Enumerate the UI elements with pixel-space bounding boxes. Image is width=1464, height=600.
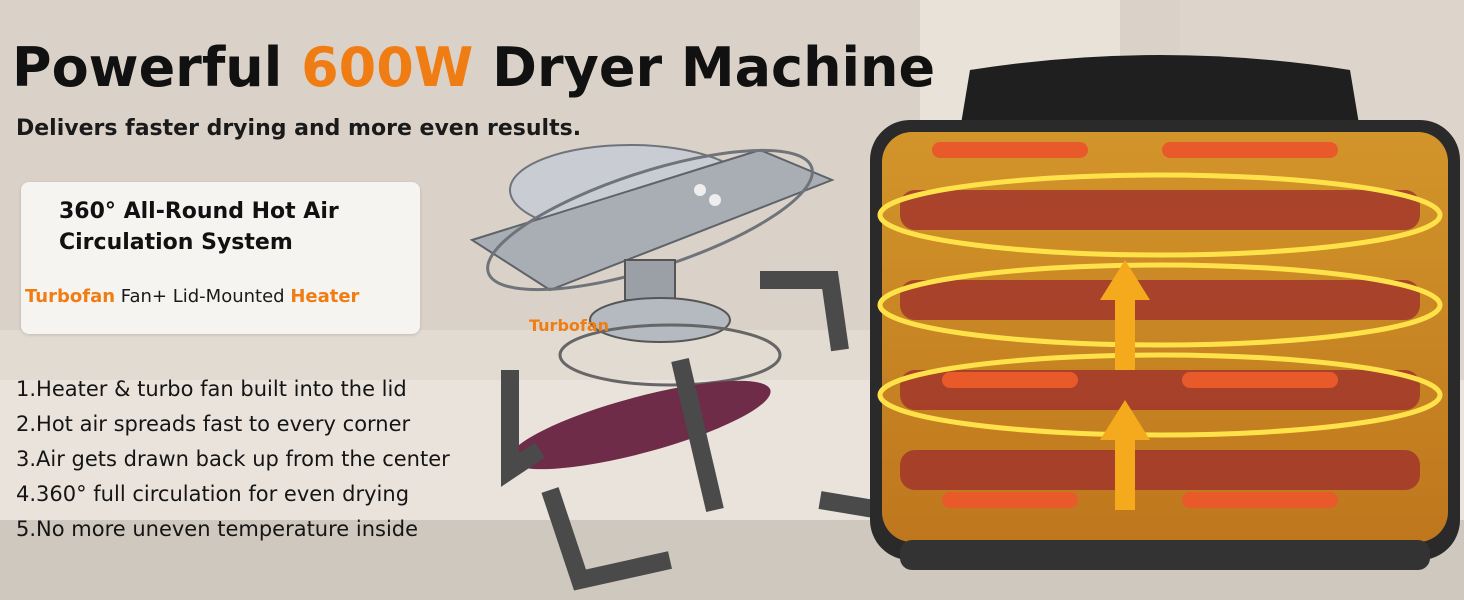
turbofan-callout: Turbofan <box>529 316 610 335</box>
feature-card: 360° All-Round Hot Air Circulation Syste… <box>21 182 420 334</box>
heat-rings <box>877 172 1443 438</box>
step-item: 1.Heater & turbo fan built into the lid <box>16 377 407 401</box>
exploded-lid-diagram <box>469 144 889 591</box>
headline-suffix: Dryer Machine <box>473 36 936 99</box>
dehydrator-illustration <box>870 55 1460 570</box>
step-item: 4.360° full circulation for even drying <box>16 482 410 506</box>
subheadline: Delivers faster drying and more even res… <box>16 116 582 141</box>
card-sub-middle: Fan+ Lid-Mounted <box>115 286 291 307</box>
headline-prefix: Powerful <box>12 36 302 99</box>
card-title: 360° All-Round Hot Air Circulation Syste… <box>59 199 339 255</box>
card-sub-turbofan: Turbofan <box>25 286 116 307</box>
fan-assembly <box>558 259 782 387</box>
card-sub-heater: Heater <box>290 286 360 307</box>
step-item: 5.No more uneven temperature inside <box>16 517 419 541</box>
step-item: 3.Air gets drawn back up from the center <box>16 447 450 471</box>
headline: Powerful 600W Dryer Machine <box>12 36 935 99</box>
card-subtitle: Turbofan Fan+ Lid-Mounted Heater <box>25 286 359 307</box>
step-item: 2.Hot air spreads fast to every corner <box>16 412 411 436</box>
feature-steps-list: 1.Heater & turbo fan built into the lid … <box>16 372 450 547</box>
headline-accent: 600W <box>301 36 474 99</box>
control-panel <box>960 55 1360 130</box>
upward-arrows <box>1100 260 1150 510</box>
tray-disc <box>509 380 771 470</box>
airflow-arrows <box>932 142 1338 508</box>
